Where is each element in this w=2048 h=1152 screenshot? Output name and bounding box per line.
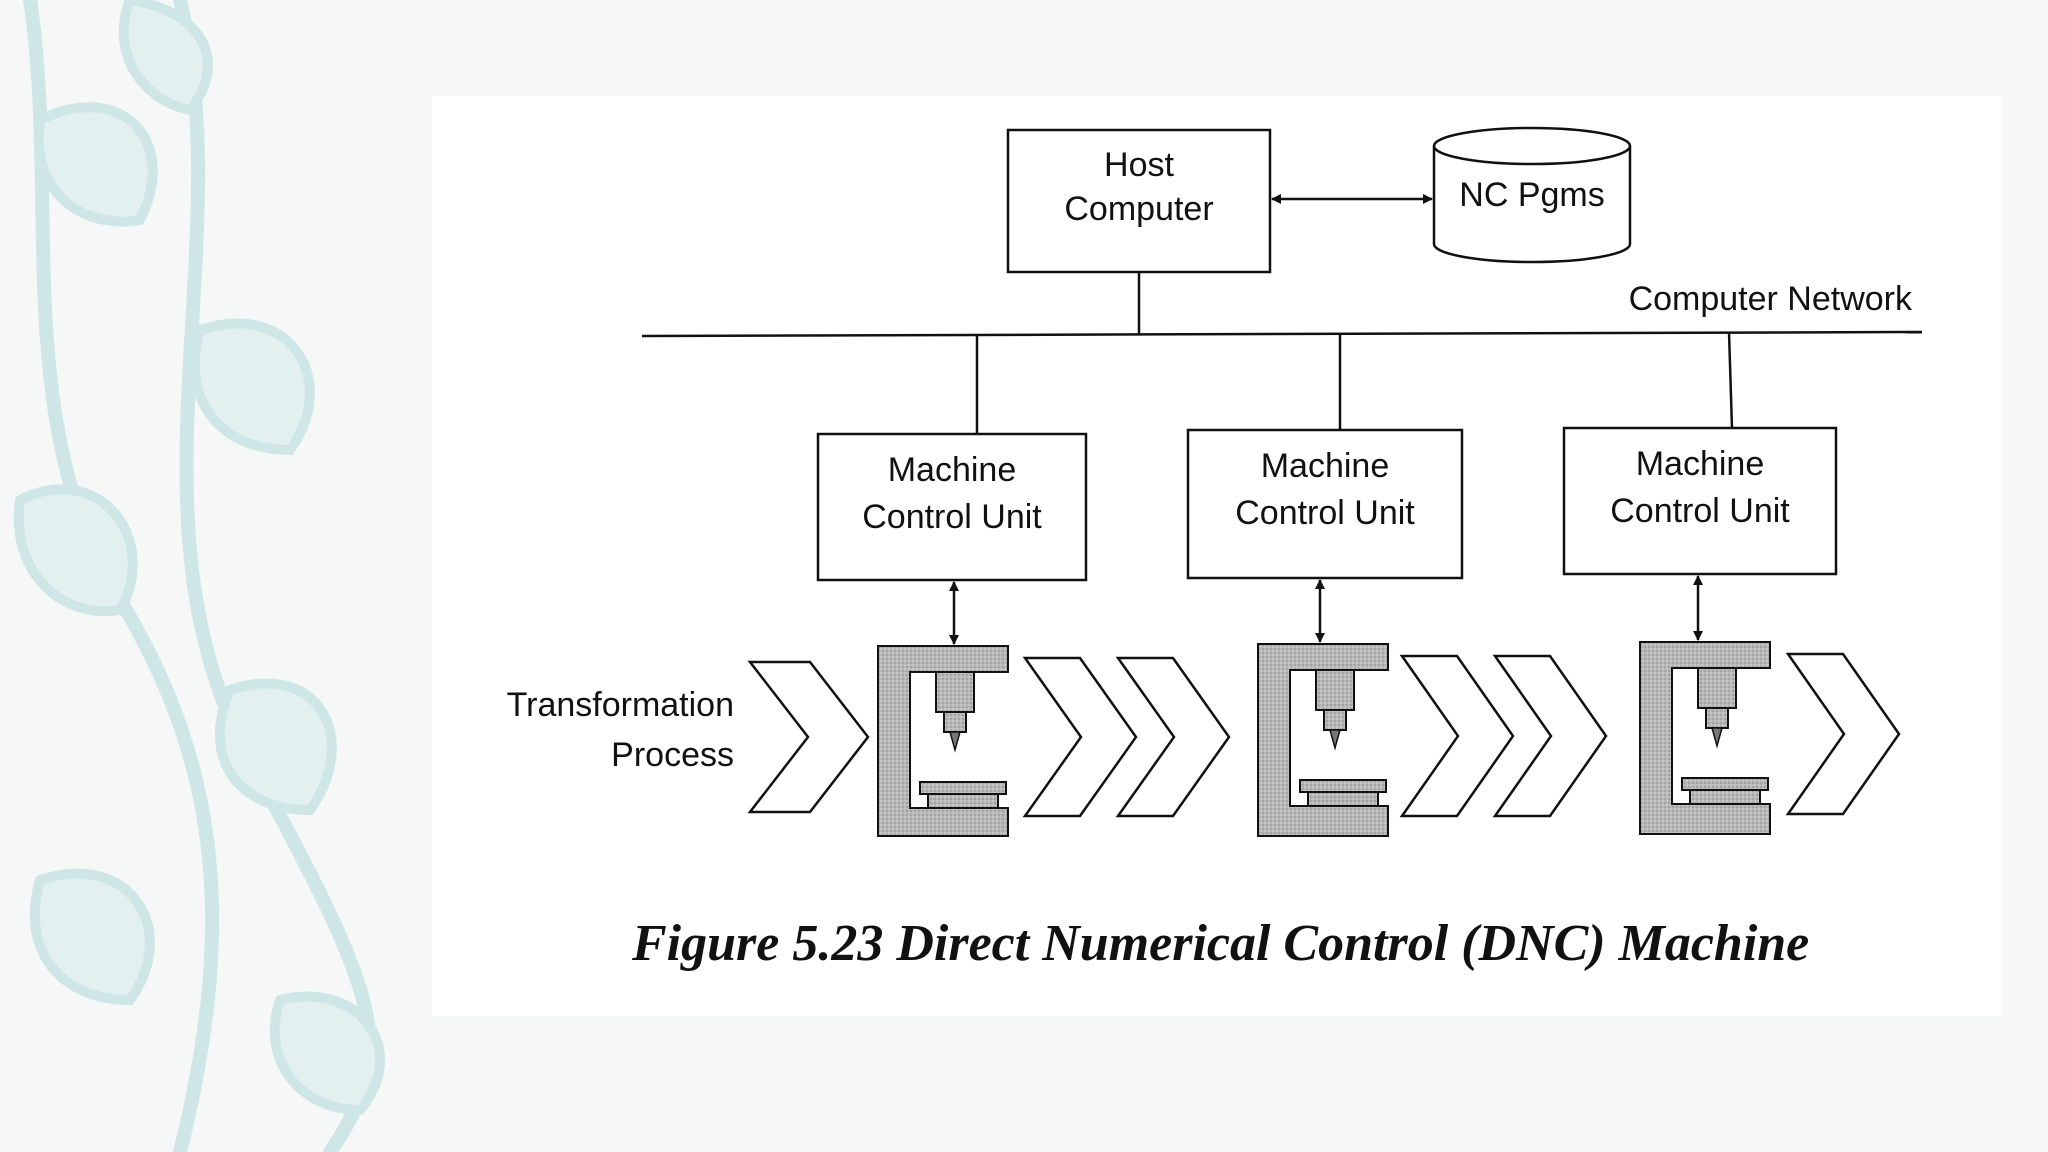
mcu-2-label-line2: Control Unit (1235, 494, 1415, 532)
mcu-2-label-line1: Machine (1261, 447, 1390, 485)
mcu-1-label-line1: Machine (888, 451, 1017, 489)
machine-control-unit-2: Machine Control Unit (1186, 428, 1464, 580)
machine-control-unit-3: Machine Control Unit (1562, 426, 1838, 576)
machine-control-unit-1: Machine Control Unit (816, 432, 1088, 582)
mcu-3-label-line1: Machine (1636, 445, 1765, 483)
computer-network-line (641, 330, 1923, 338)
mcu-1-label-line2: Control Unit (862, 498, 1042, 536)
process-chevron-2 (1022, 656, 1138, 818)
nc-programs-storage: NC Pgms (1432, 126, 1632, 264)
figure-panel: Host Computer NC Pgms Computer Network (432, 96, 2002, 1016)
process-chevron-4 (1399, 654, 1515, 818)
figure-caption: Figure 5.23 Direct Numerical Control (DN… (632, 915, 1810, 972)
machine-tool-1 (877, 645, 1009, 837)
nc-programs-label: NC Pgms (1459, 176, 1604, 214)
mcu-drop-3 (1727, 331, 1734, 429)
process-label-line2: Process (611, 736, 734, 774)
process-chevron-5 (1492, 654, 1608, 818)
computer-network-label: Computer Network (1629, 280, 1913, 318)
leaf-decoration (13, 0, 385, 1152)
machine-tool-3 (1639, 641, 1771, 835)
process-chevron-6 (1785, 652, 1901, 816)
process-chevron-3 (1115, 656, 1231, 818)
process-label-line1: Transformation (507, 686, 734, 724)
mcu-3-label-line2: Control Unit (1610, 492, 1790, 530)
process-chevron-1 (747, 660, 870, 814)
host-label-line2: Computer (1064, 190, 1213, 228)
host-label-line1: Host (1104, 146, 1174, 184)
host-computer-box: Host Computer (1006, 128, 1272, 274)
dnc-diagram: Host Computer NC Pgms Computer Network (507, 126, 1923, 837)
machine-tool-2 (1257, 643, 1389, 837)
